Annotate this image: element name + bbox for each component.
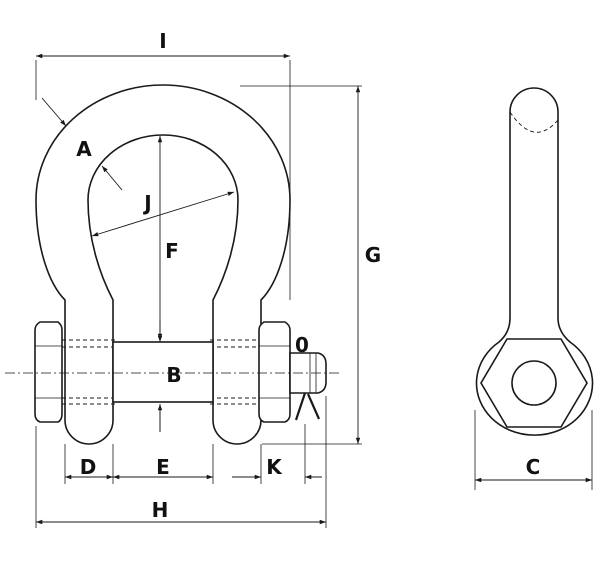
- dimensions-front: I A J F B G D E K: [35, 29, 381, 528]
- label-g: G: [365, 243, 381, 267]
- label-i: I: [159, 29, 166, 53]
- shackle-pin: [112, 341, 214, 403]
- label-d: D: [80, 455, 97, 479]
- cotter-pin: [294, 392, 321, 421]
- label-h: H: [152, 498, 169, 522]
- left-nut: [34, 321, 63, 423]
- label-a: A: [76, 137, 92, 161]
- right-nut: [258, 321, 291, 423]
- shackle-bow: [35, 84, 291, 445]
- label-j: J: [142, 191, 151, 215]
- label-k: K: [266, 455, 283, 479]
- label-c: C: [526, 455, 541, 479]
- side-view: C: [474, 87, 594, 490]
- label-e: E: [156, 455, 170, 479]
- side-pin-circle: [511, 360, 557, 406]
- front-view: [5, 84, 340, 445]
- label-f: F: [165, 239, 179, 263]
- label-b: B: [166, 363, 181, 387]
- label-cotter: 0: [295, 333, 309, 357]
